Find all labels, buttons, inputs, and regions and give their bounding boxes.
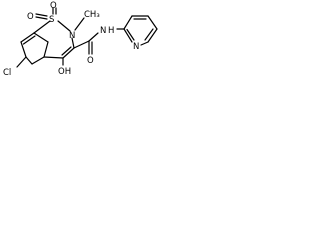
ring-nitrogen-label: N (69, 31, 75, 41)
bond-c5-c6 (62, 47, 75, 59)
bond-py-c6-c5-double (144, 28, 154, 41)
chemical-structure: Cl S O O N CH₃ OH O N H N (3, 1, 158, 78)
bond-py-c2-n (123, 28, 133, 43)
bond-c5-c6-double (61, 46, 72, 56)
bond-py-c2-n-double (126, 28, 135, 41)
bond-py-c3-c2 (123, 15, 133, 30)
sulfur-label: S (49, 15, 54, 25)
bond-ccl-cl (16, 56, 27, 68)
bond-c1-c2-double (22, 35, 36, 45)
bond-c1-ccl (20, 41, 27, 58)
bond-c4-ch2 (31, 56, 45, 65)
bond-c6-c4 (43, 56, 64, 59)
bond-py-c6-c5 (147, 28, 158, 43)
bond-s-o-left-b (35, 16, 48, 20)
bond-n-c5 (71, 37, 75, 49)
chlorine-label: Cl (3, 68, 11, 78)
pyridine-nitrogen-label: N (133, 42, 139, 52)
thiazine-ring-bonds (33, 20, 75, 59)
bond-c5-camide (73, 40, 90, 49)
bond-c2-s (33, 20, 51, 34)
bond-s-n (57, 20, 71, 32)
bond-c1-c2 (20, 32, 35, 43)
bond-s-o-left-a (35, 13, 48, 17)
bond-py-c5-c4 (147, 15, 158, 30)
bond-py-n-c6 (140, 41, 149, 46)
hydroxyl-label: OH (58, 67, 71, 77)
bond-c2-c3 (33, 32, 49, 43)
bond-c3-c4 (43, 41, 49, 58)
methyl-label: CH₃ (84, 10, 100, 20)
cyclopentene-ring-bonds (20, 32, 49, 65)
carbonyl-oxygen-label: O (87, 56, 94, 66)
pyridine-ring-bonds (123, 15, 158, 46)
amide-nitrogen-label: N (100, 26, 106, 36)
bond-ch2-ccl (25, 56, 33, 65)
sulfonyl-oxygen-top-label: O (50, 1, 57, 11)
bond-n-methyl (74, 17, 85, 31)
amide-hydrogen-label: H (108, 26, 114, 36)
sulfonyl-oxygen-left-label: O (27, 12, 34, 22)
bond-camide-n (88, 32, 99, 42)
